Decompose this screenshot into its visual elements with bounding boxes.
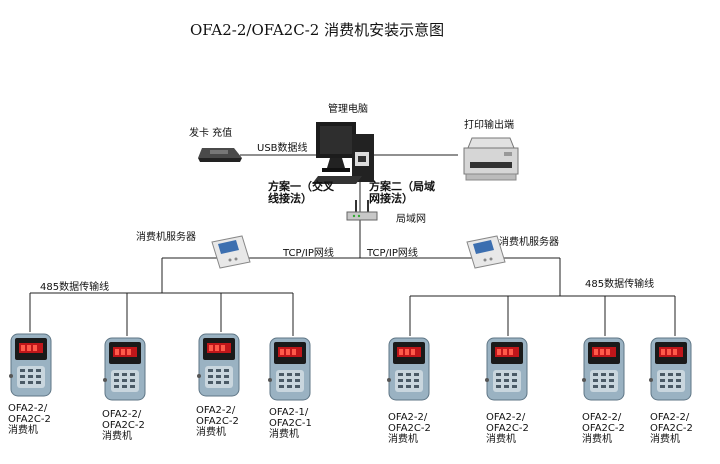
consumption-terminal-icon [103,337,146,401]
right-server-label: 消费机服务器 [499,237,559,248]
printer-label: 打印输出端 [464,120,514,131]
terminal-model2: OFA2C-2 [196,415,239,427]
terminal-model: OFA2-2/ [486,412,526,423]
terminal-model: OFA2-2/ [8,403,48,414]
consumption-terminal-icon [268,337,311,401]
terminal-model2: OFA2C-2 [8,413,51,425]
consumption-terminal-icon [9,333,52,397]
terminal-type: 消费机 [102,430,132,442]
terminal-model2: OFA2C-2 [102,419,145,431]
terminal-type: 消费机 [582,433,612,445]
consumption-terminal-icon [649,337,692,401]
usb-cable-label: USB数据线 [257,143,308,154]
pc-label: 管理电脑 [328,104,368,115]
left-tcp-ip-label: TCP/IP网线 [283,248,334,259]
terminal-model: OFA2-2/ [388,412,428,423]
left-server-label: 消费机服务器 [136,232,196,243]
terminal-model2: OFA2C-1 [269,417,312,429]
terminal-model2: OFA2C-2 [486,422,529,434]
terminal-type: 消费机 [650,433,680,445]
terminal-type: 消费机 [269,428,299,440]
plan-one-label: 方案一（交叉线接法） [268,180,334,206]
terminal-type: 消费机 [8,424,38,436]
left-server-device-icon [211,235,251,269]
terminal-model: OFA2-2/ [650,412,690,423]
terminal-type: 消费机 [388,433,418,445]
right-tcp-ip-label: TCP/IP网线 [367,248,418,259]
terminal-type: 消费机 [196,426,226,438]
card-reader-label: 发卡 充值 [189,128,233,139]
lan-label: 局域网 [396,214,426,225]
terminal-type: 消费机 [486,433,516,445]
terminal-model2: OFA2C-2 [582,422,625,434]
right-server-device-icon [466,235,506,269]
terminal-model: OFA2-2/ [582,412,622,423]
printer-icon [463,137,519,181]
plan-two-label: 方案二（局域网接法） [369,180,435,206]
computer-icon [312,122,374,184]
consumption-terminal-icon [387,337,430,401]
diagram-title: OFA2-2/OFA2C-2 消费机安装示意图 [190,21,445,39]
card-reader-icon [198,148,242,162]
terminal-model2: OFA2C-2 [388,422,431,434]
terminal-model: OFA2-2/ [102,409,142,420]
left-rs485-label: 485数据传输线 [40,282,110,293]
terminal-model: OFA2-2/ [196,405,236,416]
terminal-model2: OFA2C-2 [650,422,693,434]
consumption-terminal-icon [485,337,528,401]
right-rs485-label: 485数据传输线 [585,279,655,290]
router-icon [346,200,378,221]
terminal-model: OFA2-1/ [269,407,309,418]
consumption-terminal-icon [197,333,240,397]
consumption-terminal-icon [582,337,625,401]
